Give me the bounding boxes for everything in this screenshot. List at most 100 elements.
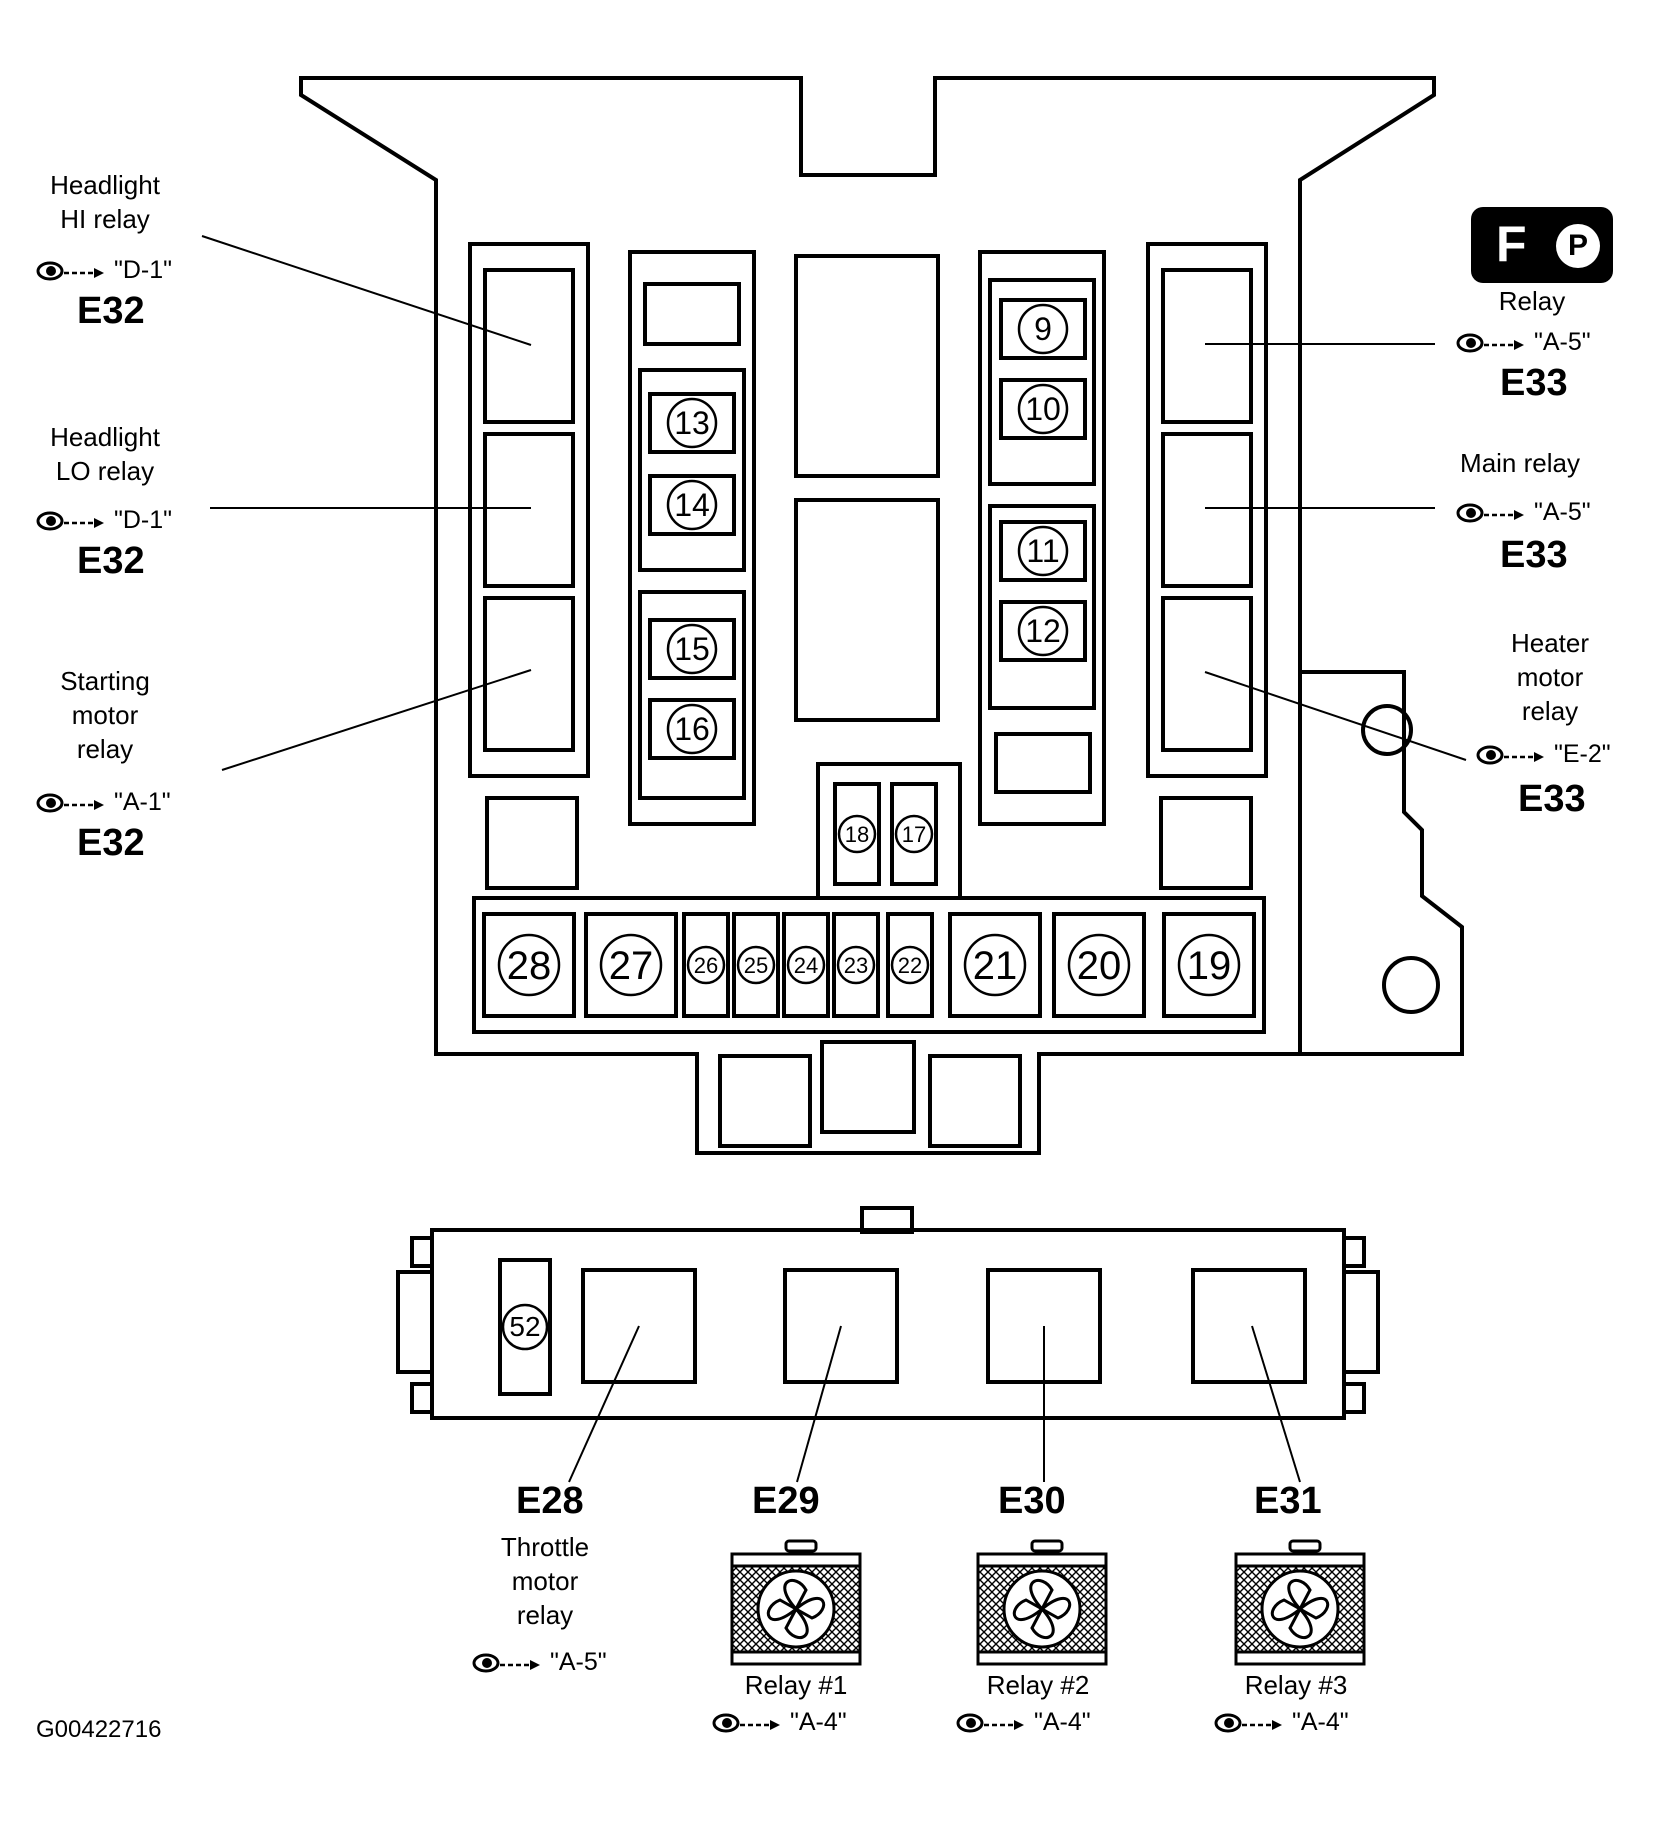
heater-motor-relay-ref: "E-2" bbox=[1476, 740, 1611, 769]
left-small-block bbox=[485, 796, 579, 890]
right-fuse-column bbox=[978, 250, 1106, 826]
fuse-slot-27 bbox=[584, 912, 678, 1018]
connector-id: E28 bbox=[516, 1480, 584, 1522]
fan-icon bbox=[1234, 1539, 1366, 1666]
left-relay-column bbox=[468, 242, 590, 778]
fuel-pump-relay-slot bbox=[1161, 268, 1253, 424]
connector-id: E30 bbox=[998, 1480, 1066, 1522]
eye-arrow-icon bbox=[1476, 745, 1544, 764]
figure-code: G00422716 bbox=[36, 1716, 162, 1743]
mounting-hole bbox=[1361, 704, 1413, 756]
fuse-number: 9 bbox=[1034, 311, 1052, 347]
center-lower-relay bbox=[794, 498, 940, 722]
diagram-ref-text: "D-1" bbox=[114, 506, 173, 534]
eye-arrow-icon bbox=[36, 261, 104, 280]
diagram-ref-text: "A-5" bbox=[1534, 328, 1591, 356]
fuse-number: 25 bbox=[744, 953, 768, 978]
fuel-pump-relay-label: Relay bbox=[1498, 286, 1566, 316]
headlight-lo-relay-slot bbox=[483, 432, 575, 588]
eye-arrow-icon bbox=[1456, 333, 1524, 352]
fuse-number: 27 bbox=[609, 944, 654, 988]
diagram-ref-text: "A-4" bbox=[790, 1708, 847, 1736]
fuse-number: 23 bbox=[844, 953, 868, 978]
fuse-slot-20 bbox=[1052, 912, 1146, 1018]
fan-relay-2-label: Relay #2 bbox=[986, 1670, 1090, 1700]
connector-id: E33 bbox=[1500, 362, 1568, 404]
headlight-lo-relay-label: Headlight LO relay bbox=[50, 422, 160, 486]
fuse-number: 28 bbox=[507, 944, 552, 988]
fuse-slot-11 bbox=[999, 520, 1087, 582]
fan-relay-3-slot bbox=[1191, 1268, 1307, 1384]
fuse-slot-12 bbox=[999, 600, 1087, 662]
starting-motor-relay-label: Starting motor relay bbox=[60, 666, 150, 764]
fuse-slot-23 bbox=[832, 912, 880, 1018]
fan-relay-1-slot bbox=[783, 1268, 899, 1384]
fuse-slot-15 bbox=[648, 618, 736, 680]
eye-arrow-icon bbox=[712, 1713, 780, 1732]
fuel-pump-relay-ref: "A-5" bbox=[1456, 328, 1591, 357]
mounting-hole bbox=[1382, 956, 1440, 1014]
eye-arrow-icon bbox=[36, 793, 104, 812]
left-fuse-column bbox=[628, 250, 756, 826]
heater-motor-relay-slot bbox=[1161, 596, 1253, 752]
eye-arrow-icon bbox=[36, 511, 104, 530]
fuse-number: 16 bbox=[674, 711, 710, 747]
fuse-slot-10 bbox=[999, 378, 1087, 440]
fuse-slot-26 bbox=[682, 912, 730, 1018]
fuse-number: 12 bbox=[1025, 613, 1061, 649]
headlight-hi-relay-label: Headlight HI relay bbox=[50, 170, 160, 234]
main-relay-ref: "A-5" bbox=[1456, 498, 1591, 527]
fuse-number: 15 bbox=[674, 631, 710, 667]
eye-arrow-icon bbox=[956, 1713, 1024, 1732]
fan-icon bbox=[976, 1539, 1108, 1666]
fan-relay-2-ref: "A-4" bbox=[956, 1708, 1091, 1737]
headlight-hi-relay-slot bbox=[483, 268, 575, 424]
fuse-number: 20 bbox=[1077, 944, 1122, 988]
fuse-slot-22 bbox=[886, 912, 934, 1018]
starting-motor-relay-ref: "A-1" bbox=[36, 788, 171, 817]
fuse-slot-16 bbox=[648, 698, 736, 760]
connector-id: E31 bbox=[1254, 1480, 1322, 1522]
fuse-slot-18 bbox=[833, 782, 881, 886]
center-upper-relay bbox=[794, 254, 940, 478]
fuse-slot-9 bbox=[999, 298, 1087, 360]
fuse-slot-28 bbox=[482, 912, 576, 1018]
fan-relay-box bbox=[430, 1228, 1346, 1420]
fuse-number: 24 bbox=[794, 953, 818, 978]
fuse-number: 52 bbox=[509, 1311, 540, 1342]
bottom-fuse-row bbox=[472, 896, 1266, 1034]
connector-id: E33 bbox=[1500, 534, 1568, 576]
eye-arrow-icon bbox=[472, 1653, 540, 1672]
fuse-number: 18 bbox=[845, 822, 869, 847]
eye-arrow-icon bbox=[1214, 1713, 1282, 1732]
connector-id: E32 bbox=[77, 822, 145, 864]
diagram-ref-text: "D-1" bbox=[114, 256, 173, 284]
connector-id: E32 bbox=[77, 290, 145, 332]
right-small-block bbox=[1159, 796, 1253, 890]
fuse-number: 17 bbox=[902, 822, 926, 847]
throttle-motor-relay-label: Throttle motor relay bbox=[500, 1532, 590, 1630]
fuel-pump-icon-letter: F bbox=[1496, 216, 1527, 272]
fan-relay-1-label: Relay #1 bbox=[744, 1670, 848, 1700]
parking-icon-letter: P bbox=[1556, 224, 1600, 268]
fuse-number: 13 bbox=[674, 405, 710, 441]
fuse-slot-24 bbox=[782, 912, 830, 1018]
headlight-hi-relay-ref: "D-1" bbox=[36, 256, 172, 285]
fuse-number: 22 bbox=[898, 953, 922, 978]
right-relay-column bbox=[1146, 242, 1268, 778]
diagram-ref-text: "E-2" bbox=[1554, 740, 1611, 768]
fuse-slot-25 bbox=[732, 912, 780, 1018]
fan-relay-1-ref: "A-4" bbox=[712, 1708, 847, 1737]
eye-arrow-icon bbox=[1456, 503, 1524, 522]
fuse-number: 11 bbox=[1026, 533, 1059, 569]
diagram-ref-text: "A-4" bbox=[1034, 1708, 1091, 1736]
main-box-outline bbox=[299, 76, 1464, 1155]
main-relay-label: Main relay bbox=[1460, 448, 1580, 478]
diagram-ref-text: "A-5" bbox=[550, 1648, 607, 1676]
connector-id: E33 bbox=[1518, 778, 1586, 820]
connector-id: E32 bbox=[77, 540, 145, 582]
fan-relay-3-ref: "A-4" bbox=[1214, 1708, 1349, 1737]
fuse-slot-17 bbox=[890, 782, 938, 886]
diagram-ref-text: "A-5" bbox=[1534, 498, 1591, 526]
fuse-slot-14 bbox=[648, 474, 736, 536]
